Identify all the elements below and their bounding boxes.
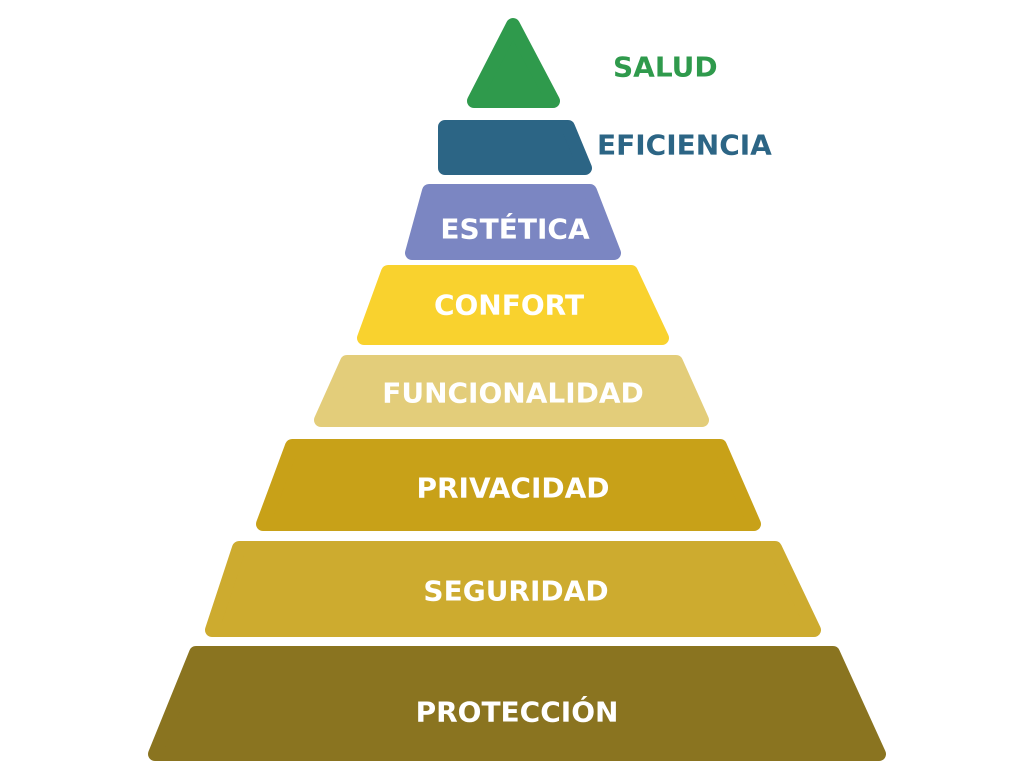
tier-salud-label: SALUD (613, 51, 718, 84)
tier-confort-shape (357, 265, 669, 345)
tier-eficiencia-label: EFICIENCIA (597, 129, 772, 162)
tier-seguridad-shape (205, 541, 821, 637)
tier-privacidad-label: PRIVACIDAD (416, 472, 609, 505)
tier-confort-label: CONFORT (434, 289, 584, 322)
tier-funcionalidad-shape (314, 355, 709, 427)
tier-proteccion-shape (148, 646, 886, 761)
tier-funcionalidad-label: FUNCIONALIDAD (382, 377, 644, 410)
tier-estetica-shape (405, 184, 621, 260)
tier-proteccion-label: PROTECCIÓN (416, 695, 619, 729)
tier-eficiencia-shape (438, 120, 592, 175)
tier-privacidad-shape (256, 439, 761, 531)
tier-salud-shape (467, 18, 560, 108)
tier-estetica-label: ESTÉTICA (440, 212, 590, 246)
tier-seguridad-label: SEGURIDAD (423, 575, 608, 608)
